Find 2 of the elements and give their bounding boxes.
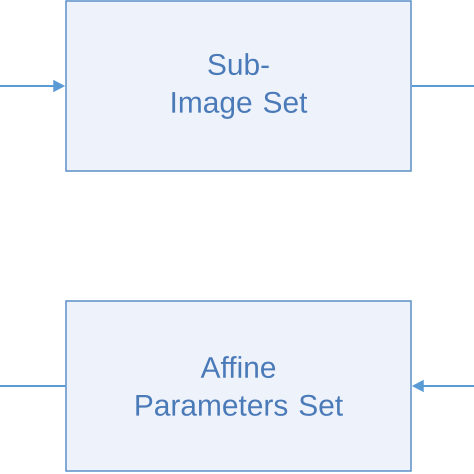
process-box: Affine Parameters Set (65, 300, 412, 472)
process-box: Sub-Image Set (65, 0, 412, 172)
